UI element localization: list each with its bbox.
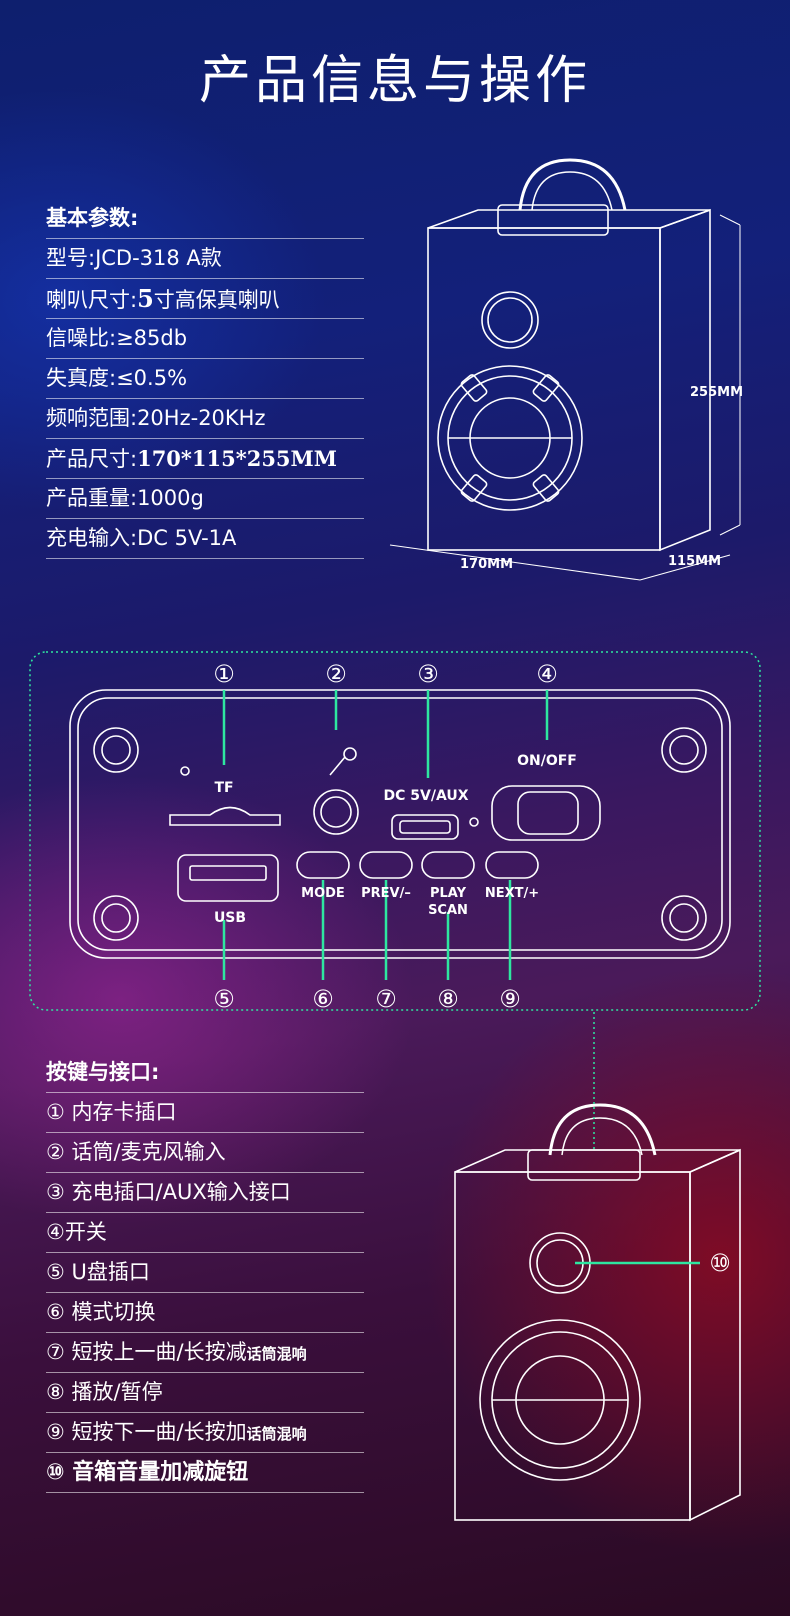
dim-depth: 115MM — [668, 554, 721, 569]
list-item: ② 话筒/麦克风输入 — [46, 1133, 364, 1173]
label-play: PLAY — [430, 886, 467, 901]
spec-freq: 频响范围:20Hz-20KHz — [46, 399, 364, 439]
spec-model: 型号:JCD-318 A款 — [46, 239, 364, 279]
list-item: ⑨ 短按下一曲/长按加话筒混响 — [46, 1413, 364, 1453]
back-panel — [69, 689, 731, 959]
label-tf: TF — [214, 780, 233, 796]
spec-speaker: 喇叭尺寸:5寸高保真喇叭 — [46, 279, 364, 319]
label-next: NEXT/+ — [485, 886, 539, 901]
label-onoff: ON/OFF — [517, 753, 577, 769]
spec-thd: 失真度:≤0.5% — [46, 359, 364, 399]
button-list: 按键与接口: ① 内存卡插口 ② 话筒/麦克风输入 ③ 充电插口/AUX输入接口… — [46, 1052, 364, 1493]
panel-frame — [29, 651, 761, 1011]
callout-number: ⑤ — [213, 985, 235, 1013]
callout-number: ⑥ — [312, 985, 334, 1013]
label-scan: SCAN — [428, 903, 468, 918]
callout-number: ⑩ — [709, 1249, 731, 1277]
spec-weight: 产品重量:1000g — [46, 479, 364, 519]
callout-number: ③ — [417, 660, 439, 688]
list-item: ① 内存卡插口 — [46, 1093, 364, 1133]
spec-table: 基本参数: 型号:JCD-318 A款 喇叭尺寸:5寸高保真喇叭 信噪比:≥85… — [46, 198, 364, 559]
label-usb: USB — [214, 910, 246, 926]
label-mode: MODE — [301, 886, 345, 901]
callout-lines — [222, 690, 700, 1265]
spec-charge: 充电输入:DC 5V-1A — [46, 519, 364, 559]
list-item: ④开关 — [46, 1213, 364, 1253]
list-item: ⑩ 音箱音量加减旋钮 — [46, 1453, 364, 1493]
list-item: ⑦ 短按上一曲/长按减话筒混响 — [46, 1333, 364, 1373]
spec-size: 产品尺寸:170*115*255MM — [46, 439, 364, 479]
page-title: 产品信息与操作 — [198, 51, 591, 111]
callout-number: ④ — [536, 660, 558, 688]
list-item: ⑧ 播放/暂停 — [46, 1373, 364, 1413]
list-item: ⑥ 模式切换 — [46, 1293, 364, 1333]
callout-number: ② — [325, 660, 347, 688]
list-item: ⑤ U盘插口 — [46, 1253, 364, 1293]
speaker-dimension-drawing — [389, 158, 741, 581]
dim-height: 255MM — [690, 385, 743, 400]
callout-number: ⑦ — [375, 985, 397, 1013]
list-item: ③ 充电插口/AUX输入接口 — [46, 1173, 364, 1213]
dim-width: 170MM — [460, 557, 513, 572]
callout-number: ⑧ — [437, 985, 459, 1013]
callout-number: ⑨ — [499, 985, 521, 1013]
spec-heading: 基本参数: — [46, 198, 364, 239]
label-dc: DC 5V/AUX — [383, 788, 468, 804]
callout-number: ① — [213, 660, 235, 688]
button-list-heading: 按键与接口: — [46, 1052, 364, 1093]
spec-snr: 信噪比:≥85db — [46, 319, 364, 359]
label-prev: PREV/– — [361, 886, 411, 901]
speaker-knob-drawing — [454, 1103, 741, 1522]
